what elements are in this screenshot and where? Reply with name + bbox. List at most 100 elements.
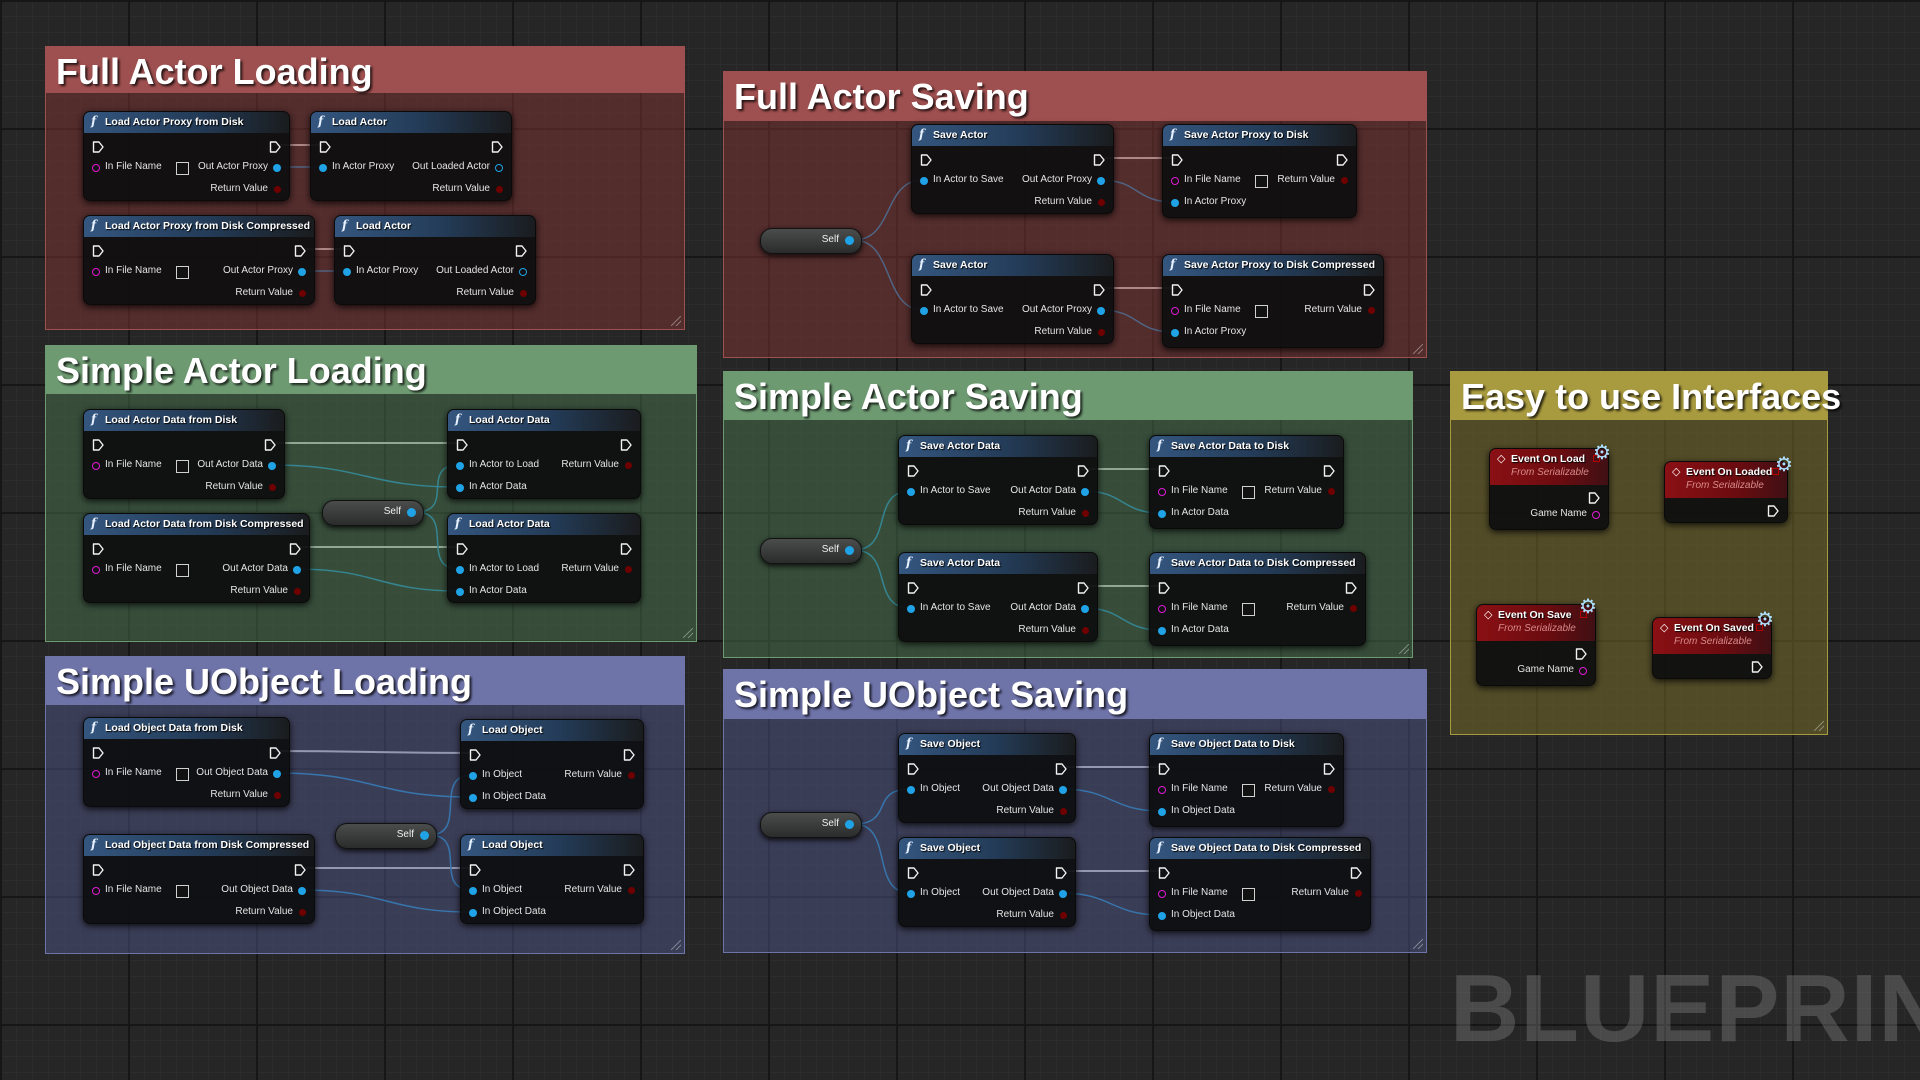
bool-output-pin[interactable] — [628, 887, 635, 894]
self-reference-node[interactable]: Self — [760, 812, 862, 838]
object-output-pin[interactable] — [273, 164, 281, 172]
exec-out-pin[interactable] — [294, 244, 306, 257]
checkbox[interactable] — [1254, 175, 1268, 188]
object-input-pin[interactable] — [1171, 329, 1179, 337]
exec-in-pin[interactable] — [1171, 283, 1183, 296]
exec-in-pin[interactable] — [1158, 464, 1170, 477]
object-input-pin[interactable] — [920, 307, 928, 315]
exec-in-pin[interactable] — [907, 762, 919, 775]
string-output-pin[interactable] — [1579, 667, 1587, 675]
bool-output-pin[interactable] — [520, 290, 527, 297]
exec-in-pin[interactable] — [92, 863, 104, 876]
object-input-pin[interactable] — [319, 164, 327, 172]
bool-output-pin[interactable] — [1060, 808, 1067, 815]
object-output-pin[interactable] — [1059, 890, 1067, 898]
exec-out-pin[interactable] — [269, 746, 281, 759]
checkbox[interactable] — [1241, 603, 1255, 616]
bool-output-pin[interactable] — [1341, 177, 1348, 184]
bool-output-pin[interactable] — [628, 772, 635, 779]
object-outline-output-pin[interactable] — [519, 268, 527, 276]
exec-out-pin[interactable] — [1077, 581, 1089, 594]
object-input-pin[interactable] — [343, 268, 351, 276]
exec-in-pin[interactable] — [907, 581, 919, 594]
object-input-pin[interactable] — [469, 772, 477, 780]
checkbox[interactable] — [175, 768, 189, 781]
object-input-pin[interactable] — [1158, 627, 1166, 635]
exec-out-pin[interactable] — [264, 438, 276, 451]
checkbox[interactable] — [175, 885, 189, 898]
exec-out-pin[interactable] — [1751, 660, 1763, 673]
exec-out-pin[interactable] — [1323, 762, 1335, 775]
self-reference-node[interactable]: Self — [760, 228, 862, 254]
bool-output-pin[interactable] — [1098, 199, 1105, 206]
exec-in-pin[interactable] — [456, 438, 468, 451]
string-input-pin[interactable] — [92, 268, 100, 276]
object-input-pin[interactable] — [1158, 808, 1166, 816]
string-input-pin[interactable] — [92, 887, 100, 895]
bool-output-pin[interactable] — [274, 792, 281, 799]
delegate-pin[interactable] — [1593, 455, 1600, 462]
exec-in-pin[interactable] — [319, 140, 331, 153]
bool-output-pin[interactable] — [1350, 605, 1357, 612]
exec-in-pin[interactable] — [907, 866, 919, 879]
exec-out-pin[interactable] — [620, 542, 632, 555]
object-input-pin[interactable] — [456, 484, 464, 492]
string-output-pin[interactable] — [1592, 511, 1600, 519]
exec-in-pin[interactable] — [92, 746, 104, 759]
bool-output-pin[interactable] — [1355, 890, 1362, 897]
bool-output-pin[interactable] — [625, 566, 632, 573]
bool-output-pin[interactable] — [1082, 510, 1089, 517]
string-input-pin[interactable] — [1158, 890, 1166, 898]
delegate-pin[interactable] — [1580, 611, 1587, 618]
comment-header[interactable]: Full Actor Loading — [46, 47, 684, 93]
object-output-pin[interactable] — [298, 887, 306, 895]
exec-out-pin[interactable] — [269, 140, 281, 153]
exec-out-pin[interactable] — [289, 542, 301, 555]
exec-out-pin[interactable] — [294, 863, 306, 876]
resize-grip[interactable] — [1413, 939, 1423, 949]
exec-in-pin[interactable] — [907, 464, 919, 477]
comment-header[interactable]: Simple Actor Loading — [46, 346, 696, 394]
checkbox[interactable] — [1254, 305, 1268, 318]
self-output-pin[interactable] — [407, 508, 416, 517]
bool-output-pin[interactable] — [1368, 307, 1375, 314]
bool-output-pin[interactable] — [1328, 488, 1335, 495]
object-input-pin[interactable] — [1158, 510, 1166, 518]
bool-output-pin[interactable] — [294, 588, 301, 595]
resize-grip[interactable] — [1399, 644, 1409, 654]
resize-grip[interactable] — [683, 628, 693, 638]
object-input-pin[interactable] — [456, 462, 464, 470]
comment-header[interactable]: Simple UObject Loading — [46, 657, 684, 705]
bool-output-pin[interactable] — [274, 186, 281, 193]
bool-output-pin[interactable] — [625, 462, 632, 469]
object-output-pin[interactable] — [1081, 488, 1089, 496]
delegate-pin[interactable] — [1772, 468, 1779, 475]
exec-out-pin[interactable] — [1093, 153, 1105, 166]
